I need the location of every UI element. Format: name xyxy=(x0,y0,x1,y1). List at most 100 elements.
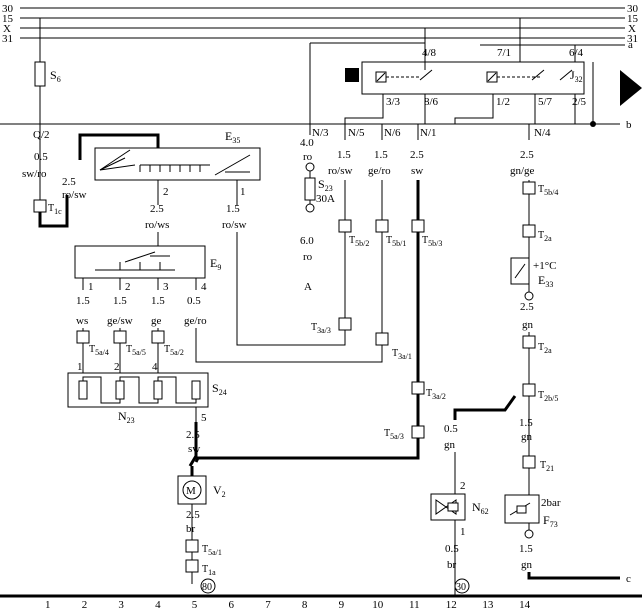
connector-t2a-lower xyxy=(522,335,536,349)
relay-pin-6-4: 6/4 xyxy=(569,47,584,59)
wire-e35-pin1-size: 1.5 xyxy=(226,203,240,215)
s6-fuse-branch: S6 Q/2 0.5 sw/ro T1c 2.5 ro/sw xyxy=(22,18,160,228)
wire-s6-color: sw/ro xyxy=(22,168,47,180)
e9-pin-4: 4 xyxy=(201,281,207,293)
connector-t3a3 xyxy=(338,317,352,331)
wire-n4-color: gn/ge xyxy=(510,165,535,177)
fuse-s23-rating: 30A xyxy=(316,193,335,205)
grid-number-14: 14 xyxy=(519,599,531,611)
blower-motor-v2: M V2 2.5 br T5a/1 T1a 80 xyxy=(177,466,226,594)
bus-branches-middle: N/5 N/6 N/1 1.5 ro/sw 1.5 ge/ro 2.5 sw T… xyxy=(194,124,446,463)
wire-n62-in-color: gn xyxy=(444,439,456,451)
pressure-switch-f73 xyxy=(504,494,540,524)
wire-e35-left-color: ro/sw xyxy=(62,189,87,201)
connector-row-t5a: T5a/4 T5a/5 T5a/2 1 2 4 xyxy=(76,328,184,373)
wire-n3-low-color: ro xyxy=(303,251,313,263)
rail-label-31-right: 31 xyxy=(627,33,638,45)
wire-s6-size: 0.5 xyxy=(34,151,48,163)
wire-n3-color: ro xyxy=(303,151,313,163)
connector-t2a-upper xyxy=(522,224,536,238)
wire-e35-pin1-color: ro/sw xyxy=(222,219,247,231)
wire-e9-2-color: ge/sw xyxy=(107,315,133,327)
relay-pin-4-8: 4/8 xyxy=(422,47,437,59)
e9-pin-1: 1 xyxy=(88,281,94,293)
wire-label-a: A xyxy=(304,281,312,293)
continuation-arrow xyxy=(620,70,642,106)
grid-number-6: 6 xyxy=(229,599,235,611)
relay-pin-2-5: 2/5 xyxy=(572,96,587,108)
wire-n62-in-size: 0.5 xyxy=(444,423,458,435)
selector-e9-label: E9 xyxy=(210,256,221,272)
connector-t2b5-label: T2b/5 xyxy=(538,390,558,403)
grid-number-7: 7 xyxy=(265,599,271,611)
s24-pin-4: 4 xyxy=(152,361,158,373)
relay-pin-5-7: 5/7 xyxy=(538,96,553,108)
bus-pin-q2: Q/2 xyxy=(33,129,50,141)
rail-label-30-left: 30 xyxy=(2,3,14,15)
wire-gn-mid-color: gn xyxy=(521,431,533,443)
grid-number-13: 13 xyxy=(482,599,494,611)
bus-pin-n6: N/6 xyxy=(384,127,401,139)
n3-fuse-branch: N/3 4.0 ro S23 30A 6.0 ro A xyxy=(300,124,335,293)
bus-pin-n3: N/3 xyxy=(312,127,329,139)
relay-pin-7-1: 7/1 xyxy=(497,47,511,59)
connector-t2a-upper-label: T2a xyxy=(538,230,552,243)
wire-s24-size: 2.5 xyxy=(186,429,200,441)
e9-pin-2: 2 xyxy=(125,281,131,293)
grid-number-3: 3 xyxy=(118,599,124,611)
wire-e35-left-size: 2.5 xyxy=(62,176,76,188)
connector-t1a-label: T1a xyxy=(202,564,216,577)
connector-t1a xyxy=(185,559,199,573)
connector-t5a3-label: T5a/3 xyxy=(384,428,404,441)
connector-t1c-label: T1c xyxy=(48,203,62,216)
connector-t5b1 xyxy=(375,219,389,233)
connector-t5a1-label: T5a/1 xyxy=(202,544,222,557)
e9-pin-3: 3 xyxy=(163,281,169,293)
rail-label-15-right: 15 xyxy=(627,13,639,25)
s24-pin-1: 1 xyxy=(77,361,83,373)
wire-n6-size: 1.5 xyxy=(374,149,388,161)
wire-f73-color: gn xyxy=(521,559,533,571)
s24-pin-5: 5 xyxy=(201,412,207,424)
wire-e9-4-size: 0.5 xyxy=(187,295,201,307)
bus-pin-n5: N/5 xyxy=(348,127,365,139)
n62-pin-2: 2 xyxy=(460,480,466,492)
connector-t5b4-label: T5b/4 xyxy=(538,184,558,197)
wire-n4-size: 2.5 xyxy=(520,149,534,161)
relay-pin-1-2: 1/2 xyxy=(496,96,510,108)
connector-t5b3 xyxy=(411,219,425,233)
ground-point-30-label: 30 xyxy=(456,582,466,593)
relay-j32-label: J32 xyxy=(570,68,583,84)
wire-e9-4-color: ge/ro xyxy=(184,315,207,327)
connector-t5b1-label: T5b/1 xyxy=(386,235,406,248)
wire-e33-color: gn xyxy=(522,319,534,331)
connector-t5b2-label: T5b/2 xyxy=(349,235,369,248)
e35-pin-2: 2 xyxy=(163,186,169,198)
wire-e35-pin2-color: ro/ws xyxy=(145,219,169,231)
connector-t5a5 xyxy=(113,330,127,344)
connector-t5b2 xyxy=(338,219,352,233)
fuse-s6-label: S6 xyxy=(50,68,61,84)
connector-t5a2 xyxy=(151,330,165,344)
s24-pin-2: 2 xyxy=(114,361,120,373)
wire-s24-color: sw xyxy=(188,443,200,455)
bus-pin-n1: N/1 xyxy=(420,127,437,139)
wire-e9-1-size: 1.5 xyxy=(76,295,90,307)
wire-e33-size: 2.5 xyxy=(520,301,534,313)
e35-pin-1: 1 xyxy=(240,186,246,198)
rail-label-a: a xyxy=(628,39,633,51)
rail-label-31-left: 31 xyxy=(2,33,13,45)
connector-t3a2-label: T3a/2 xyxy=(426,388,446,401)
rail-label-x-left: X xyxy=(3,23,11,35)
connector-t1c xyxy=(33,199,47,213)
grid-number-12: 12 xyxy=(446,599,457,611)
ground-point-80-label: 80 xyxy=(202,582,212,593)
supply-rails: 30 15 X 31 30 15 X 31 a xyxy=(2,3,639,51)
wire-n1-size: 2.5 xyxy=(410,149,424,161)
connector-t5a2-label: T5a/2 xyxy=(164,344,184,357)
wire-e9-2-size: 1.5 xyxy=(113,295,127,307)
wire-e9-1-color: ws xyxy=(76,315,88,327)
relay-pin-3-3: 3/3 xyxy=(386,96,401,108)
thermo-e33-temp: +1°C xyxy=(533,260,556,272)
